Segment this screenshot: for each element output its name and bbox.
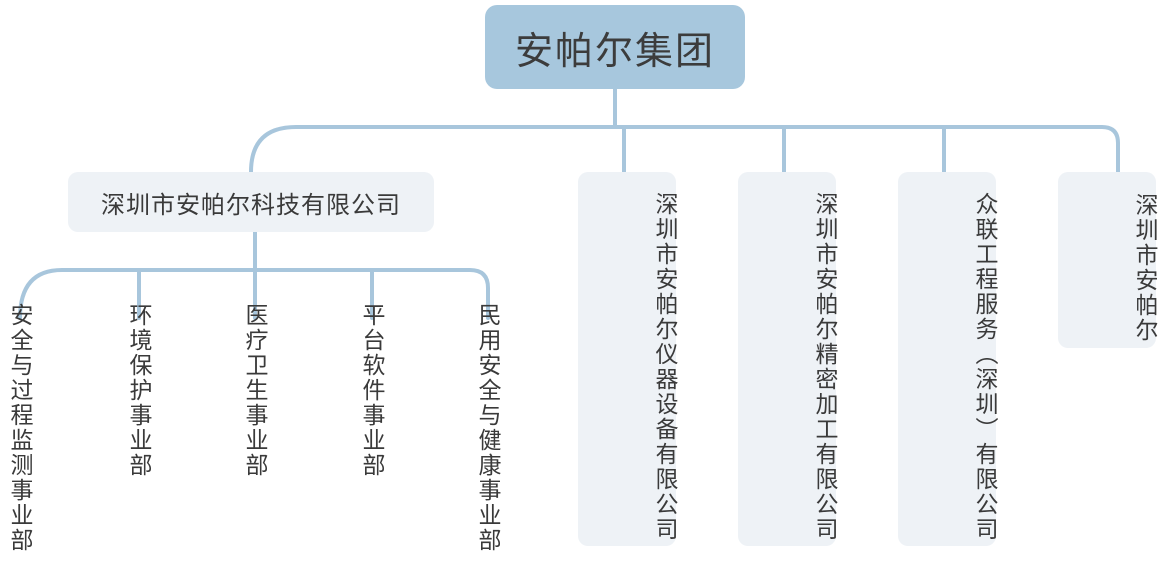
leaf-environmental-protection-division[interactable]: 环境保护事业部: [126, 303, 152, 478]
node-shenzhen-ampere-technology[interactable]: 深圳市安帕尔科技有限公司: [68, 172, 434, 232]
leaf-platform-software-division[interactable]: 平台软件事业部: [359, 303, 385, 478]
node-ampere-instrument-equipment[interactable]: 深圳市安帕尔仪器设备有限公司: [578, 172, 678, 546]
node-root[interactable]: 安帕尔集团: [485, 5, 745, 89]
edge-main-bus: [249, 125, 1120, 174]
node-shenzhen-ampere[interactable]: 深圳市安帕尔: [1058, 172, 1158, 348]
leaf-safety-process-monitoring-division[interactable]: 安全与过程监测事业部: [7, 303, 33, 553]
leaf-civil-safety-health-division[interactable]: 民用安全与健康事业部: [475, 303, 501, 553]
node-ampere-precision-machining[interactable]: 深圳市安帕尔精密加工有限公司: [738, 172, 838, 546]
node-zhonglian-engineering-service[interactable]: 众联工程服务（深圳）有限公司: [898, 172, 998, 546]
leaf-medical-health-division[interactable]: 医疗卫生事业部: [242, 303, 268, 478]
